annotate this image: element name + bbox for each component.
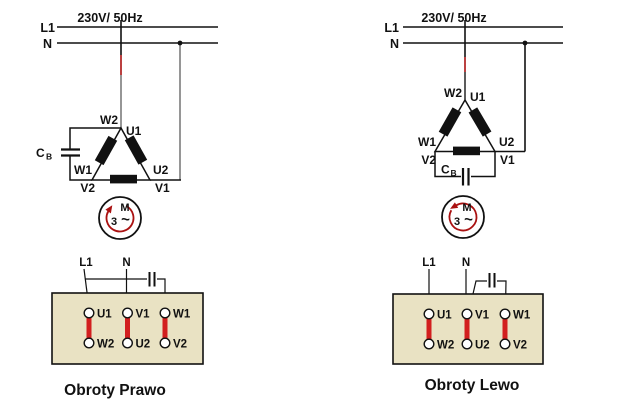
- rotation-arrow-arc: [448, 202, 478, 232]
- capacitor-branch-top-wire: [69, 127, 121, 149]
- terminal-label: U1: [97, 309, 112, 321]
- motor-phase-count: 3: [454, 216, 460, 228]
- winding-label-u2: U2: [153, 163, 169, 177]
- winding-label-u1: U1: [470, 90, 486, 104]
- terminal-label: V1: [136, 309, 151, 321]
- motor-ac-tilde: ~: [464, 212, 473, 229]
- terminal-label: V2: [173, 339, 187, 351]
- box-n-label: N: [122, 257, 130, 269]
- supply-spec-label: 230V/ 50Hz: [77, 11, 142, 25]
- terminal-circle: [159, 307, 171, 319]
- motor-ac-tilde: ~: [121, 212, 130, 229]
- motor-circle: [98, 196, 142, 240]
- winding-label-v2: V2: [421, 153, 436, 167]
- winding-label-w1: W1: [74, 163, 92, 177]
- winding-bar: [124, 135, 148, 165]
- capacitor-label-subscript: B: [46, 152, 52, 162]
- terminal-circle: [461, 308, 473, 320]
- terminal-label: U2: [136, 339, 151, 351]
- motor-phase-count: 3: [111, 216, 117, 228]
- winding-bar: [453, 146, 480, 156]
- winding-label-w2: W2: [100, 113, 118, 127]
- winding-label-v1: V1: [500, 153, 515, 167]
- rotation-arrow-arc: [105, 205, 135, 233]
- capacitor-label: C: [36, 146, 45, 160]
- winding-label-v2: V2: [80, 181, 95, 195]
- terminal-circle: [461, 338, 473, 350]
- winding-bar: [110, 174, 137, 184]
- capacitor-branch-left-wire: [434, 151, 461, 178]
- supply-spec-label: 230V/ 50Hz: [421, 11, 486, 25]
- motor-letter: M: [120, 202, 129, 214]
- terminal-label: W2: [437, 340, 454, 352]
- winding-label-u2: U2: [499, 135, 515, 149]
- capacitor-branch-bottom-wire: [69, 156, 92, 181]
- capacitor-label-subscript: B: [451, 168, 457, 178]
- terminal-circle: [499, 308, 511, 320]
- winding-label-u1: U1: [126, 124, 142, 138]
- panel-rotation-right: L1 N 230V/ 50Hz C B W2 U1 W1 V2 U2 V1: [36, 11, 218, 399]
- panel-rotation-left: L1 N 230V/ 50Hz C B W2 U1 W1 V2 U2 V1: [384, 11, 563, 394]
- rotation-arrow-head-icon: [105, 205, 113, 214]
- neutral-label: N: [43, 37, 52, 51]
- winding-label-w2: W2: [444, 86, 462, 100]
- terminal-circle: [121, 337, 133, 349]
- capacitor-label: C: [441, 163, 450, 177]
- terminal-circle: [499, 338, 511, 350]
- junction-dot: [522, 40, 528, 46]
- terminal-circle: [423, 308, 435, 320]
- capacitor-branch-right-wire: [471, 151, 496, 178]
- terminal-label: W2: [97, 339, 114, 351]
- winding-bar: [94, 135, 118, 166]
- terminal-label: W1: [173, 309, 191, 321]
- terminal-circles: [83, 307, 171, 349]
- terminal-circle: [159, 337, 171, 349]
- box-l1-label: L1: [422, 257, 436, 269]
- terminal-label: V2: [513, 340, 527, 352]
- box-n-label: N: [462, 257, 470, 269]
- terminal-label: W1: [513, 310, 531, 322]
- motor-letter: M: [462, 202, 471, 214]
- terminal-circle: [121, 307, 133, 319]
- box-l1-label: L1: [79, 257, 93, 269]
- terminal-circles: [423, 308, 511, 350]
- terminal-label: U1: [437, 310, 452, 322]
- l1-label: L1: [40, 21, 55, 35]
- terminal-circle: [83, 337, 95, 349]
- terminal-circle: [83, 307, 95, 319]
- terminal-label: V1: [475, 310, 490, 322]
- terminal-label: U2: [475, 340, 490, 352]
- winding-bar: [468, 107, 492, 137]
- terminal-circle: [423, 338, 435, 350]
- winding-bar: [438, 107, 462, 137]
- l1-label: L1: [384, 21, 399, 35]
- rotation-arrow-head-icon: [450, 202, 459, 209]
- panel-caption: Obroty Prawo: [64, 382, 166, 399]
- junction-dot: [177, 40, 183, 46]
- panel-caption: Obroty Lewo: [425, 377, 520, 394]
- motor-circle: [441, 195, 485, 239]
- winding-label-v1: V1: [155, 181, 170, 195]
- neutral-label: N: [390, 37, 399, 51]
- winding-label-w1: W1: [418, 135, 436, 149]
